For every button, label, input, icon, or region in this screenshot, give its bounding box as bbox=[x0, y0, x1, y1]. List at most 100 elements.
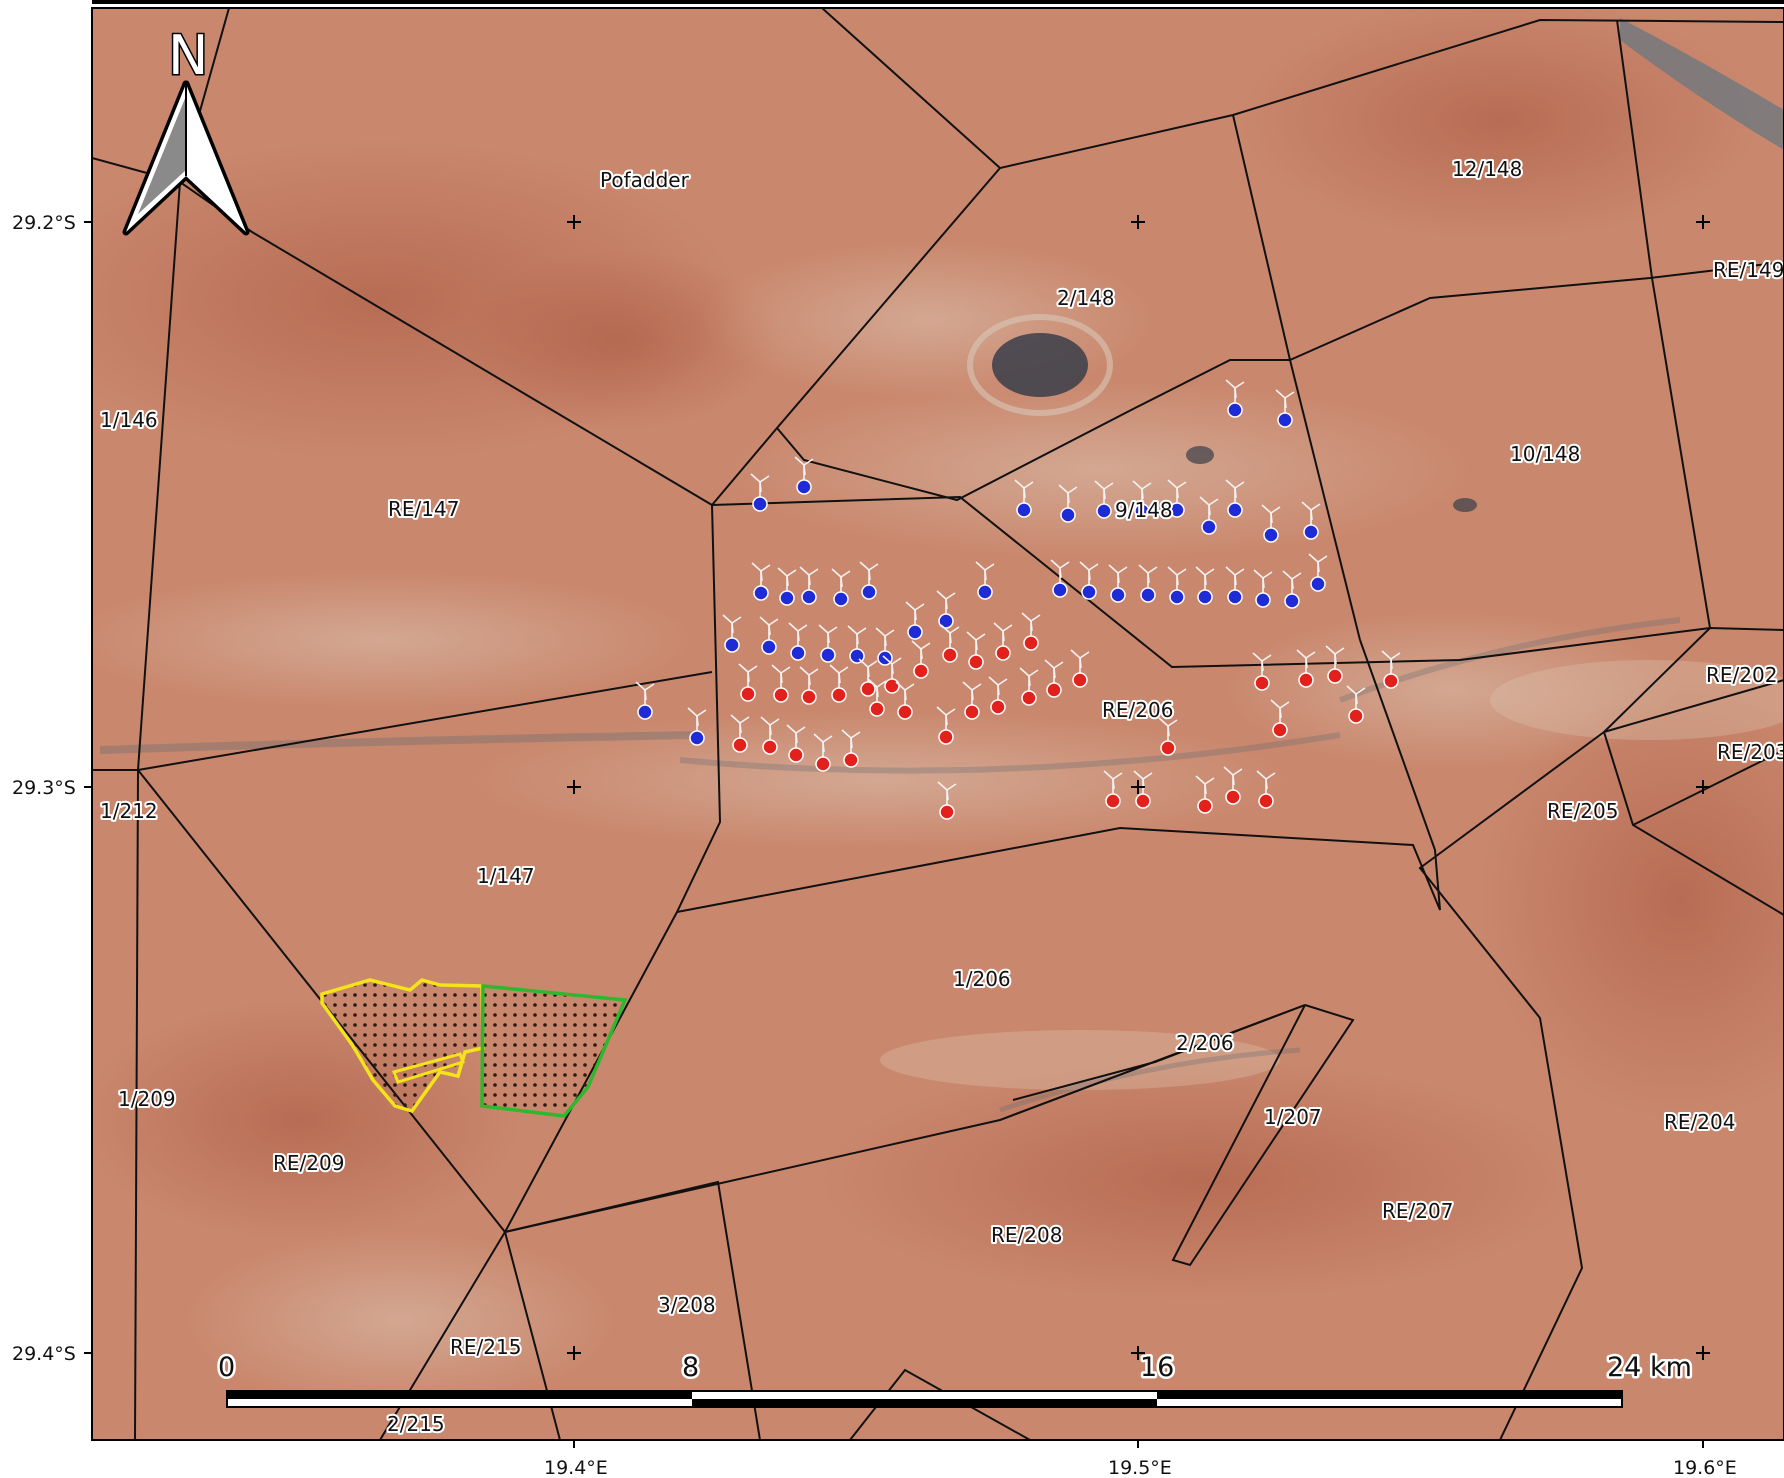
scale-bar: 0 8 16 24 km bbox=[216, 1350, 1694, 1408]
graticule-cross-icon bbox=[1131, 1346, 1145, 1360]
wind-turbine-icon bbox=[759, 616, 779, 655]
turbine-marker bbox=[773, 687, 789, 703]
wind-turbine-icon bbox=[940, 624, 960, 663]
turbine-marker bbox=[1310, 576, 1326, 592]
farm-label: 1/146 bbox=[100, 408, 158, 432]
farm-label: RE/206 bbox=[1102, 698, 1173, 722]
map-top-border bbox=[92, 0, 1784, 4]
turbine-marker bbox=[1227, 502, 1243, 518]
turbine-marker bbox=[1284, 593, 1300, 609]
wind-turbine-icon bbox=[1296, 649, 1316, 688]
graticule-cross-icon bbox=[1696, 1346, 1710, 1360]
wind-turbine-icon bbox=[794, 456, 814, 495]
wind-turbine-icon bbox=[799, 666, 819, 705]
graticule-cross-icon bbox=[567, 780, 581, 794]
turbine-marker bbox=[1197, 798, 1213, 814]
lat-tick-label: 29.4°S bbox=[12, 1343, 76, 1365]
wind-turbine-icon bbox=[1195, 566, 1215, 605]
wind-turbine-icon bbox=[760, 716, 780, 755]
turbine-marker bbox=[724, 637, 740, 653]
wind-turbine-icon bbox=[1381, 650, 1401, 689]
wind-turbine-icon bbox=[905, 601, 925, 640]
turbine-marker bbox=[689, 730, 705, 746]
site-yellow-strip bbox=[391, 1052, 465, 1084]
farm-label: RE/202 bbox=[1706, 663, 1777, 687]
map-frame: Pofadder 12/148 RE/149 2/148 1/146 RE/14… bbox=[92, 8, 1784, 1440]
turbine-marker bbox=[1255, 592, 1271, 608]
turbine-marker bbox=[913, 663, 929, 679]
wind-turbine-icon bbox=[1132, 480, 1152, 519]
turbine-marker bbox=[1277, 412, 1293, 428]
turbine-marker bbox=[779, 590, 795, 606]
wind-turbine-icon bbox=[831, 568, 851, 607]
turbine-marker bbox=[1263, 527, 1279, 543]
wind-turbine-icon bbox=[1275, 389, 1295, 428]
wind-turbine-icon bbox=[911, 640, 931, 679]
turbine-marker bbox=[843, 752, 859, 768]
turbine-marker bbox=[1383, 673, 1399, 689]
turbine-marker bbox=[897, 704, 913, 720]
turbine-marker bbox=[1254, 675, 1270, 691]
wind-turbine-icon bbox=[867, 678, 887, 717]
wind-turbine-icon bbox=[895, 681, 915, 720]
turbine-marker bbox=[1052, 582, 1068, 598]
wind-turbine-icon bbox=[818, 624, 838, 663]
turbine-marker bbox=[833, 591, 849, 607]
wind-turbine-icon bbox=[1138, 564, 1158, 603]
farm-label: RE/205 bbox=[1547, 799, 1618, 823]
farm-label: RE/203 bbox=[1717, 740, 1784, 764]
farm-label: 1/147 bbox=[477, 864, 535, 888]
wind-turbine-icon bbox=[962, 681, 982, 720]
turbine-marker bbox=[1225, 789, 1241, 805]
turbine-marker bbox=[732, 737, 748, 753]
scale-label-16: 16 bbox=[1140, 1352, 1174, 1383]
wind-turbine-icon bbox=[1256, 770, 1276, 809]
farm-label: RE/147 bbox=[388, 497, 459, 521]
turbine-marker bbox=[1081, 584, 1097, 600]
wind-turbine-icon bbox=[1325, 645, 1345, 684]
lon-tick-label: 19.5°E bbox=[1108, 1457, 1172, 1478]
turbine-marker bbox=[1169, 502, 1185, 518]
farm-label: 9/148 bbox=[1115, 498, 1173, 522]
turbine-marker bbox=[753, 585, 769, 601]
site-green-polygon bbox=[480, 984, 628, 1118]
turbine-marker bbox=[1201, 519, 1217, 535]
wind-turbine-icon bbox=[1094, 480, 1114, 519]
wind-turbine-icon bbox=[1158, 717, 1178, 756]
turbine-marker bbox=[860, 681, 876, 697]
wind-turbine-icon bbox=[788, 622, 808, 661]
turbine-marker bbox=[1169, 589, 1185, 605]
turbine-marker bbox=[939, 804, 955, 820]
turbine-marker bbox=[752, 496, 768, 512]
wind-turbine-icon bbox=[1223, 766, 1243, 805]
farm-label: 1/206 bbox=[953, 967, 1011, 991]
wind-turbine-icon bbox=[751, 562, 771, 601]
project-site[interactable] bbox=[320, 978, 628, 1118]
latitude-axis: 29.2°S 29.3°S 29.4°S bbox=[12, 212, 92, 1365]
turbine-marker bbox=[977, 584, 993, 600]
turbine-marker bbox=[801, 589, 817, 605]
wind-turbine-icon bbox=[813, 733, 833, 772]
wind-turbine-icon bbox=[1225, 379, 1245, 418]
map-frame-outline bbox=[91, 7, 1784, 1441]
wind-turbine-icon bbox=[1021, 612, 1041, 651]
turbine-marker bbox=[869, 701, 885, 717]
turbine-marker bbox=[1135, 793, 1151, 809]
wind-turbine-icon bbox=[1195, 775, 1215, 814]
wind-turbine-icon bbox=[1261, 504, 1281, 543]
north-arrow-icon: N bbox=[122, 23, 250, 236]
graticule-cross-icon bbox=[1696, 780, 1710, 794]
farm-label: 2/215 bbox=[387, 1412, 445, 1436]
lat-tick-label: 29.3°S bbox=[12, 777, 76, 799]
wind-turbine-icon bbox=[936, 590, 956, 629]
wind-turbine-icon bbox=[1225, 566, 1245, 605]
lon-tick-label: 19.4°E bbox=[544, 1457, 608, 1478]
wind-turbine-icon bbox=[687, 707, 707, 746]
turbine-marker bbox=[1227, 402, 1243, 418]
wind-turbine-icon bbox=[937, 781, 957, 820]
lon-tick-label: 19.6°E bbox=[1673, 1457, 1737, 1478]
longitude-axis: 19.4°E 19.5°E 19.6°E bbox=[544, 1440, 1737, 1478]
graticule-cross-icon bbox=[1696, 215, 1710, 229]
turbine-marker bbox=[1298, 672, 1314, 688]
